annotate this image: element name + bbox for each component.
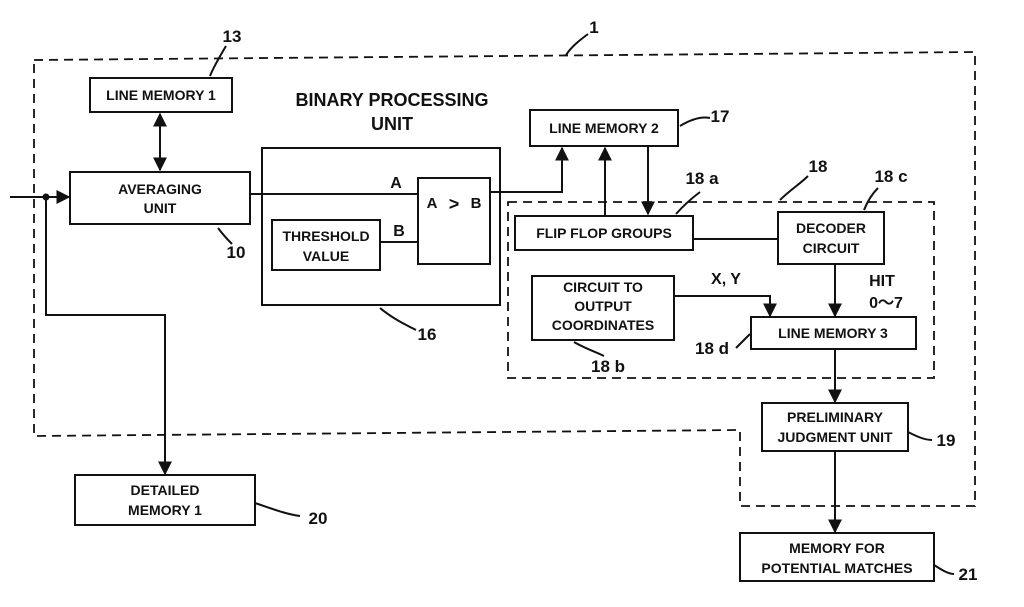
binary-processing-unit-title-line1: BINARY PROCESSING <box>295 90 488 110</box>
ref-number-20: 20 <box>309 509 328 528</box>
detailed-memory-1-label-line1: DETAILED <box>131 482 200 498</box>
circuit-output-coordinates-label-line1: CIRCUIT TO <box>563 279 643 295</box>
ref-number-18: 18 <box>809 157 828 176</box>
decoder-circuit-label-line2: CIRCUIT <box>803 240 860 256</box>
line-memory-1-label: LINE MEMORY 1 <box>106 87 216 103</box>
averaging-unit-box <box>70 172 250 224</box>
ref-number-1: 1 <box>589 18 598 37</box>
line-memory-3-label: LINE MEMORY 3 <box>778 325 888 341</box>
signal-hit-label-line2: 0～7 <box>869 295 903 312</box>
memory-potential-matches-label-line2: POTENTIAL MATCHES <box>761 560 912 576</box>
averaging-unit-label-line2: UNIT <box>144 200 177 216</box>
comparator-gt-symbol: > <box>449 194 460 214</box>
comparator-b-label: B <box>471 195 482 212</box>
memory-potential-matches-label-line1: MEMORY FOR <box>789 540 885 556</box>
ref-number-18a: 18 a <box>685 169 719 188</box>
decoder-circuit-label-line1: DECODER <box>796 220 866 236</box>
preliminary-judgment-unit-label-line2: JUDGMENT UNIT <box>777 429 893 445</box>
averaging-unit-label-line1: AVERAGING <box>118 181 202 197</box>
ref-number-13: 13 <box>223 27 242 46</box>
ref-number-18c: 18 c <box>874 167 907 186</box>
ref-number-17: 17 <box>711 107 730 126</box>
binary-processing-unit-title-line2: UNIT <box>371 114 413 134</box>
ref-number-10: 10 <box>227 243 246 262</box>
threshold-value-label-line1: THRESHOLD <box>282 228 369 244</box>
comparator-a-label: A <box>427 195 438 212</box>
circuit-output-coordinates-label-line2: OUTPUT <box>574 298 632 314</box>
flip-flop-groups-label: FLIP FLOP GROUPS <box>536 225 672 241</box>
signal-a-label: A <box>390 175 402 192</box>
comparator-box <box>418 178 490 264</box>
ref-number-16: 16 <box>418 325 437 344</box>
ref-number-19: 19 <box>937 431 956 450</box>
circuit-output-coordinates-label-line3: COORDINATES <box>552 317 654 333</box>
ref-number-18b: 18 b <box>591 357 625 376</box>
signal-b-label: B <box>393 223 405 240</box>
signal-hit-label-line1: HIT <box>869 273 895 290</box>
threshold-value-label-line2: VALUE <box>303 248 349 264</box>
preliminary-judgment-unit-label-line1: PRELIMINARY <box>787 409 884 425</box>
ref-number-21: 21 <box>959 565 978 584</box>
ref-number-18d: 18 d <box>695 339 729 358</box>
detailed-memory-1-label-line2: MEMORY 1 <box>128 502 202 518</box>
line-memory-2-label: LINE MEMORY 2 <box>549 120 659 136</box>
signal-xy-label: X, Y <box>711 271 741 288</box>
